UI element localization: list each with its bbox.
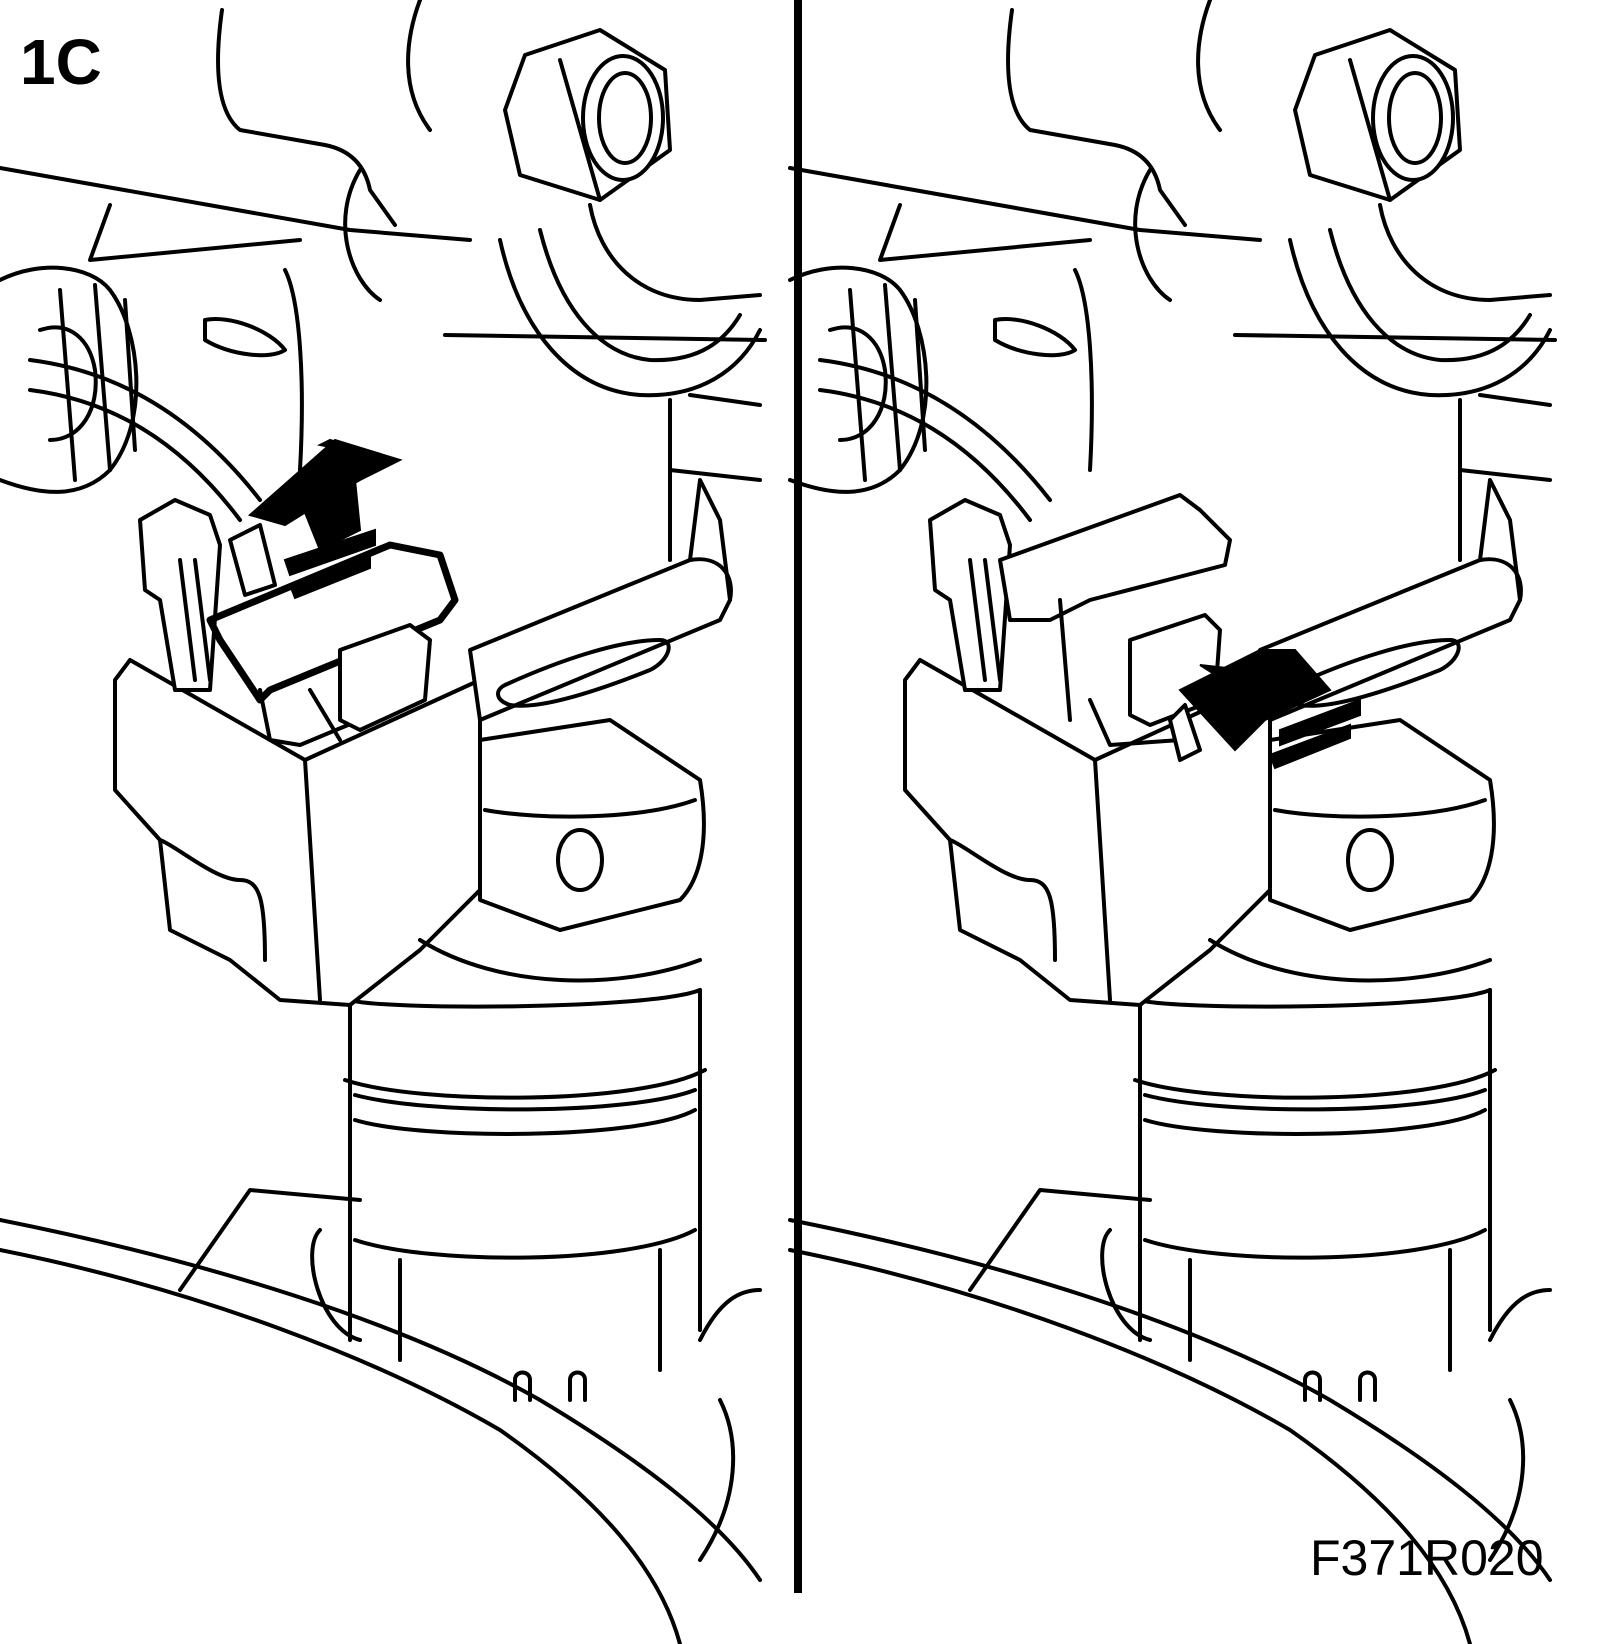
arrow-push-icon <box>1168 649 1361 770</box>
panel-left <box>0 0 767 1644</box>
step-label: 1C <box>20 26 102 98</box>
figure-code: F371R020 <box>1310 1530 1544 1586</box>
locking-clip-closed <box>928 493 1232 747</box>
arrow-lift-icon <box>228 438 403 600</box>
panel-right <box>788 0 1557 1644</box>
locking-clip-open <box>138 498 459 747</box>
